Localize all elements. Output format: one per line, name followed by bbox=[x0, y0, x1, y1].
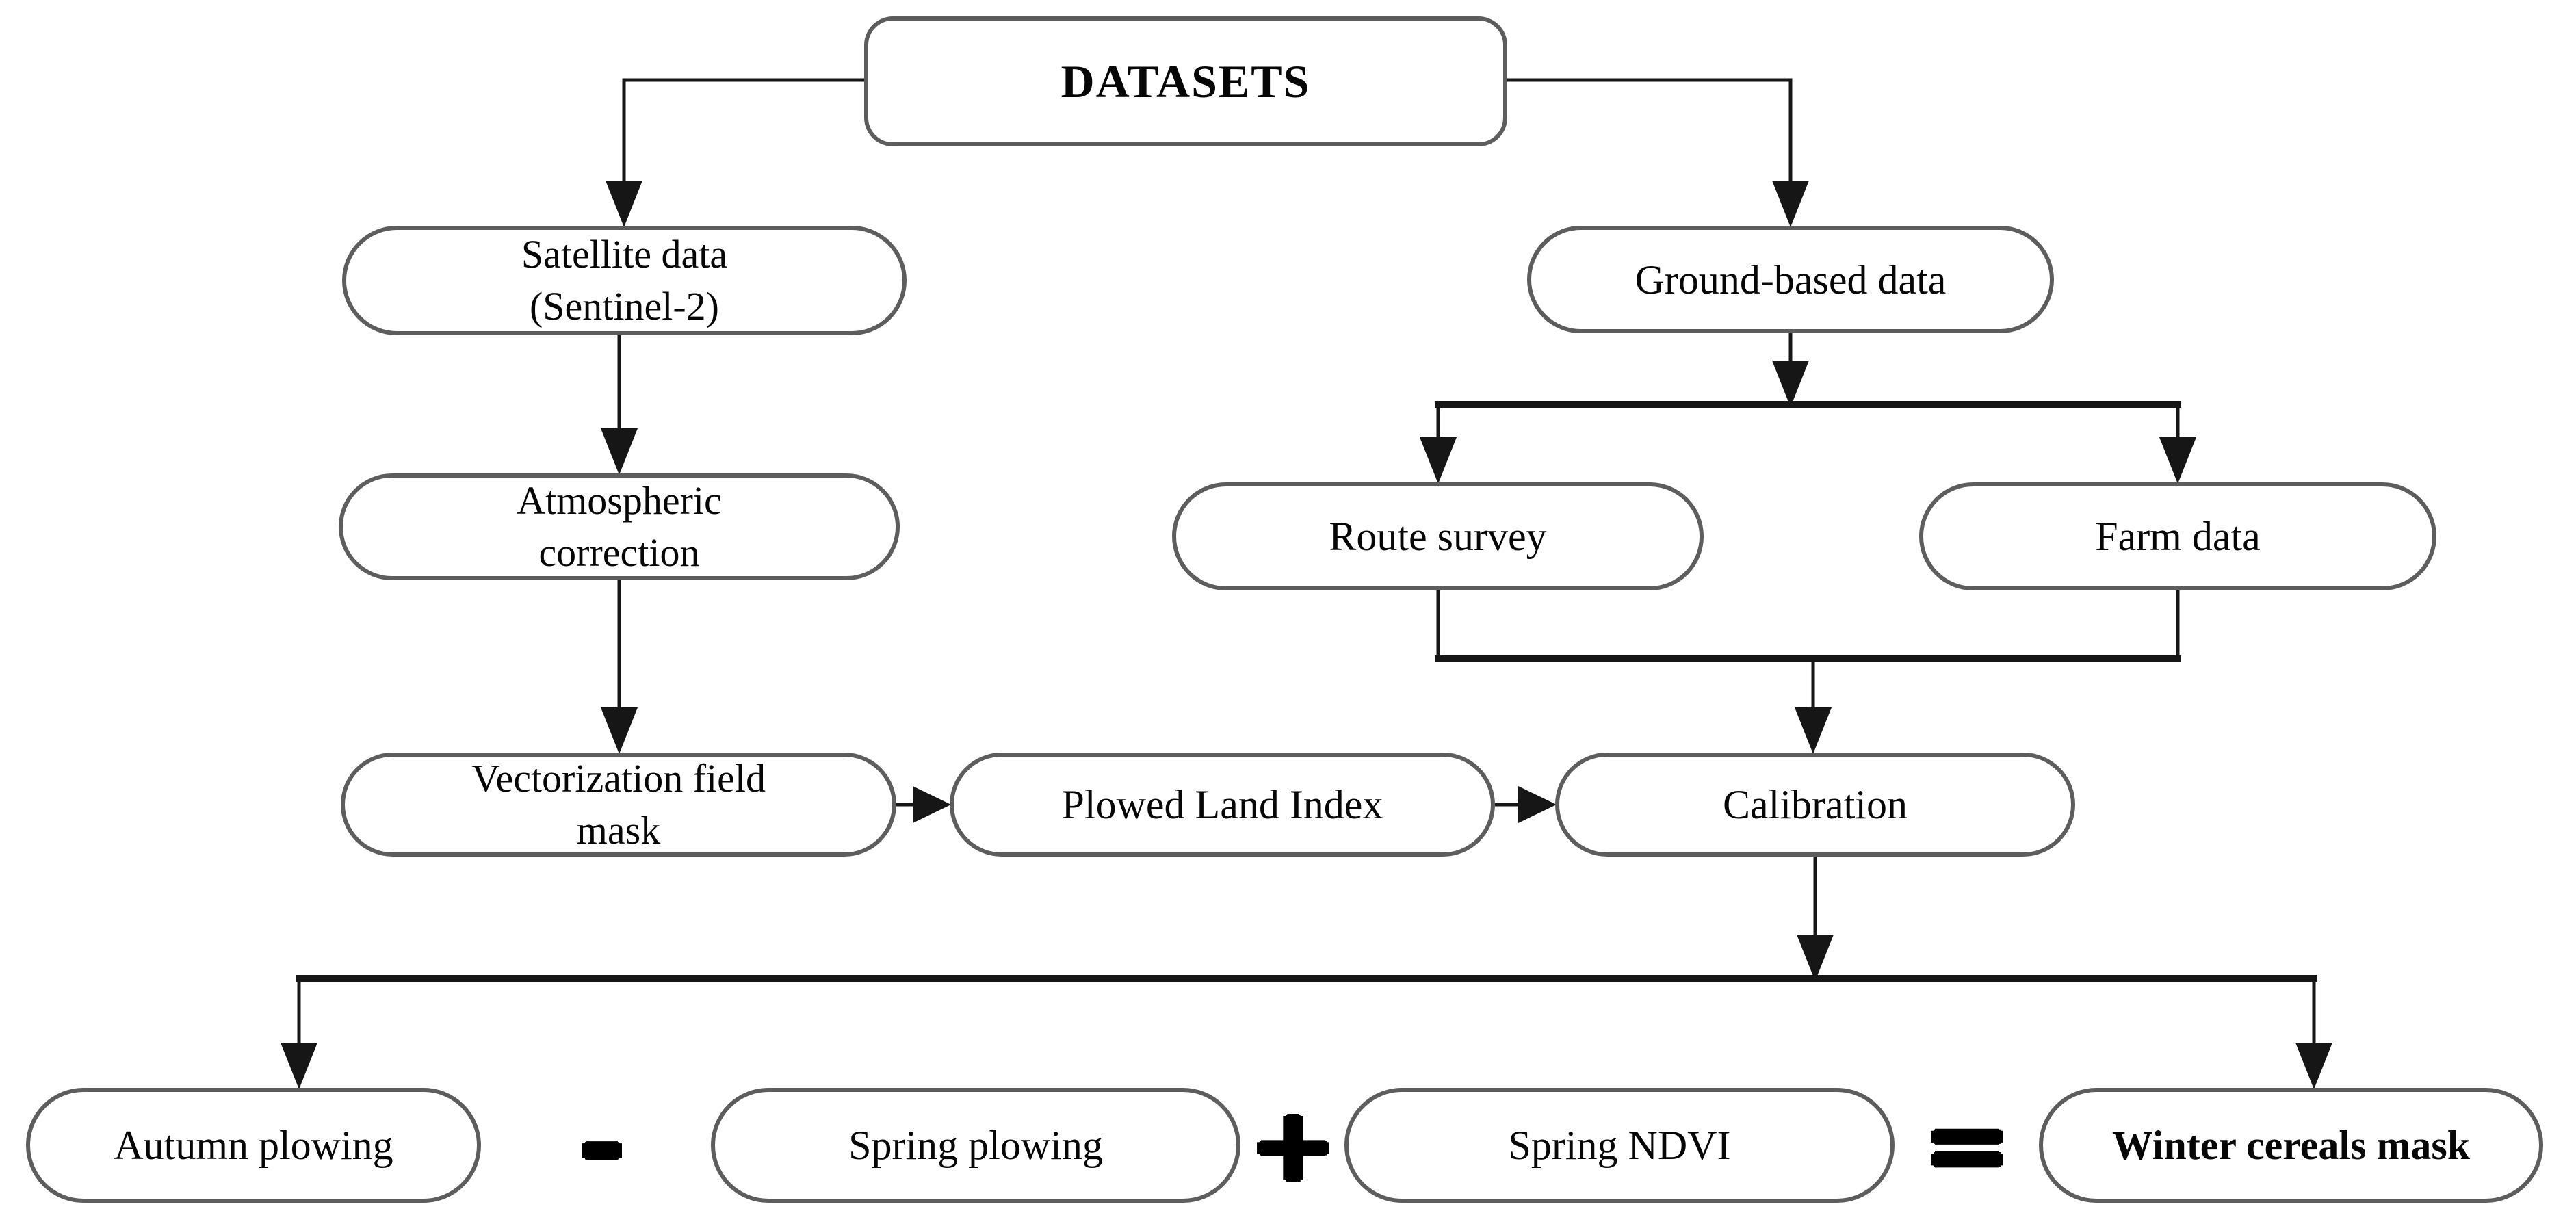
arrowhead-atmospheric bbox=[601, 428, 638, 475]
node-spring-ndvi: Spring NDVI bbox=[1344, 1088, 1895, 1203]
arrowhead-satellite bbox=[606, 181, 642, 227]
node-vectorization-field-mask: Vectorization field mask bbox=[341, 753, 896, 857]
arrowhead-calibration-top bbox=[1795, 707, 1832, 754]
node-spring-plowing: Spring plowing bbox=[711, 1088, 1240, 1203]
node-winter-cereals-mask-label: Winter cereals mask bbox=[2111, 1123, 2471, 1168]
minus-operator: - bbox=[527, 1070, 677, 1211]
arrowhead-splitbar bbox=[1772, 361, 1809, 407]
node-datasets-label: DATASETS bbox=[1061, 55, 1311, 107]
node-route-survey-label: Route survey bbox=[1329, 514, 1547, 559]
node-spring-ndvi-label: Spring NDVI bbox=[1508, 1123, 1731, 1168]
node-ground-based-data: Ground-based data bbox=[1527, 226, 2054, 333]
node-farm-data: Farm data bbox=[1919, 482, 2436, 590]
minus-icon: - bbox=[580, 1086, 624, 1205]
node-spring-plowing-label: Spring plowing bbox=[848, 1123, 1103, 1168]
arrowhead-farm bbox=[2159, 437, 2196, 484]
node-winter-cereals-mask: Winter cereals mask bbox=[2039, 1088, 2543, 1203]
node-calibration-label: Calibration bbox=[1723, 782, 1908, 827]
node-datasets: DATASETS bbox=[864, 16, 1507, 146]
node-satellite-data-label: Satellite data (Sentinel-2) bbox=[521, 232, 728, 328]
arrowhead-calibration-left bbox=[1518, 786, 1557, 823]
arrowhead-bottombar bbox=[1797, 935, 1834, 981]
equals-icon: = bbox=[1924, 1086, 2010, 1205]
node-satellite-data: Satellite data (Sentinel-2) bbox=[342, 226, 907, 335]
arrowhead-vectorization bbox=[601, 707, 638, 754]
node-autumn-plowing-label: Autumn plowing bbox=[114, 1123, 393, 1168]
arrowhead-winter bbox=[2295, 1043, 2332, 1089]
node-plowed-land-index-label: Plowed Land Index bbox=[1061, 782, 1383, 827]
arrowhead-ground bbox=[1772, 181, 1809, 227]
edge-datasets-ground bbox=[1507, 78, 1793, 183]
arrowhead-route bbox=[1420, 437, 1457, 484]
arrowhead-autumn bbox=[281, 1043, 317, 1089]
node-ground-based-data-label: Ground-based data bbox=[1635, 257, 1947, 302]
node-atmospheric-correction: Atmospheric correction bbox=[339, 473, 900, 580]
node-farm-data-label: Farm data bbox=[2095, 514, 2261, 559]
node-vectorization-field-mask-label: Vectorization field mask bbox=[471, 756, 766, 852]
node-autumn-plowing: Autumn plowing bbox=[26, 1088, 481, 1203]
node-atmospheric-correction-label: Atmospheric correction bbox=[517, 478, 722, 575]
plus-icon: + bbox=[1250, 1086, 1336, 1205]
arrowhead-plowed bbox=[913, 786, 951, 823]
equals-operator: = bbox=[1892, 1070, 2042, 1211]
node-calibration: Calibration bbox=[1555, 753, 2075, 857]
edge-datasets-satellite bbox=[622, 78, 864, 183]
node-route-survey: Route survey bbox=[1172, 482, 1704, 590]
plus-operator: + bbox=[1218, 1070, 1368, 1211]
node-plowed-land-index: Plowed Land Index bbox=[950, 753, 1495, 857]
